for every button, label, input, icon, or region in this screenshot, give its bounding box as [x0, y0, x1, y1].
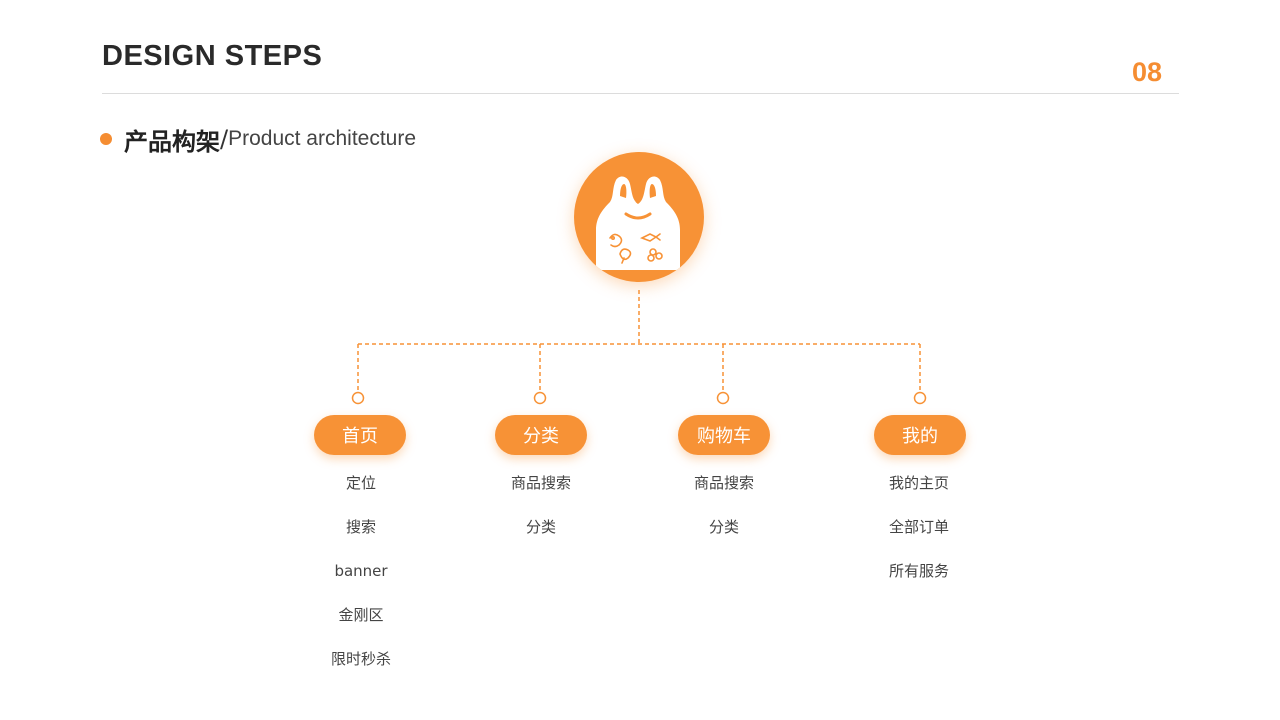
branch-mine-items: 我的主页 全部订单 所有服务	[839, 470, 999, 602]
header-divider	[102, 93, 1179, 94]
list-item: 所有服务	[888, 562, 949, 580]
branch-cart-items: 商品搜索 分类	[644, 470, 804, 558]
bullet-dot-icon	[100, 133, 112, 145]
branch-node-dot	[533, 391, 547, 405]
list-item: 搜索	[345, 518, 376, 536]
list-item: 限时秒杀	[330, 650, 391, 668]
list-item: 商品搜索	[510, 474, 571, 492]
list-item: 全部订单	[888, 518, 949, 536]
list-item: banner	[334, 562, 388, 580]
branch-mine-tab[interactable]: 我的	[874, 415, 966, 455]
branch-node-dot	[351, 391, 365, 405]
list-item: 商品搜索	[693, 474, 754, 492]
branch-cart-tab[interactable]: 购物车	[678, 415, 770, 455]
list-item: 分类	[525, 518, 556, 536]
branch-category-items: 商品搜索 分类	[461, 470, 621, 558]
page-number: 08	[1131, 57, 1162, 87]
section-separator: /	[220, 125, 229, 153]
branch-home-items: 定位 搜索 banner 金刚区 限时秒杀	[281, 470, 441, 690]
branch-category-tab[interactable]: 分类	[495, 415, 587, 455]
section-heading: 产品构架 / Product architecture	[100, 122, 416, 156]
section-title-en: Product architecture	[228, 127, 417, 150]
page-title: DESIGN STEPS	[102, 40, 323, 72]
list-item: 金刚区	[338, 606, 384, 624]
branch-node-dot	[913, 391, 927, 405]
list-item: 我的主页	[888, 474, 949, 492]
shopping-bag-icon	[574, 152, 704, 282]
section-title-zh: 产品构架	[124, 127, 220, 156]
branch-node-dot	[716, 391, 730, 405]
branch-home-tab[interactable]: 首页	[314, 415, 406, 455]
list-item: 分类	[708, 518, 739, 536]
list-item: 定位	[345, 474, 376, 492]
